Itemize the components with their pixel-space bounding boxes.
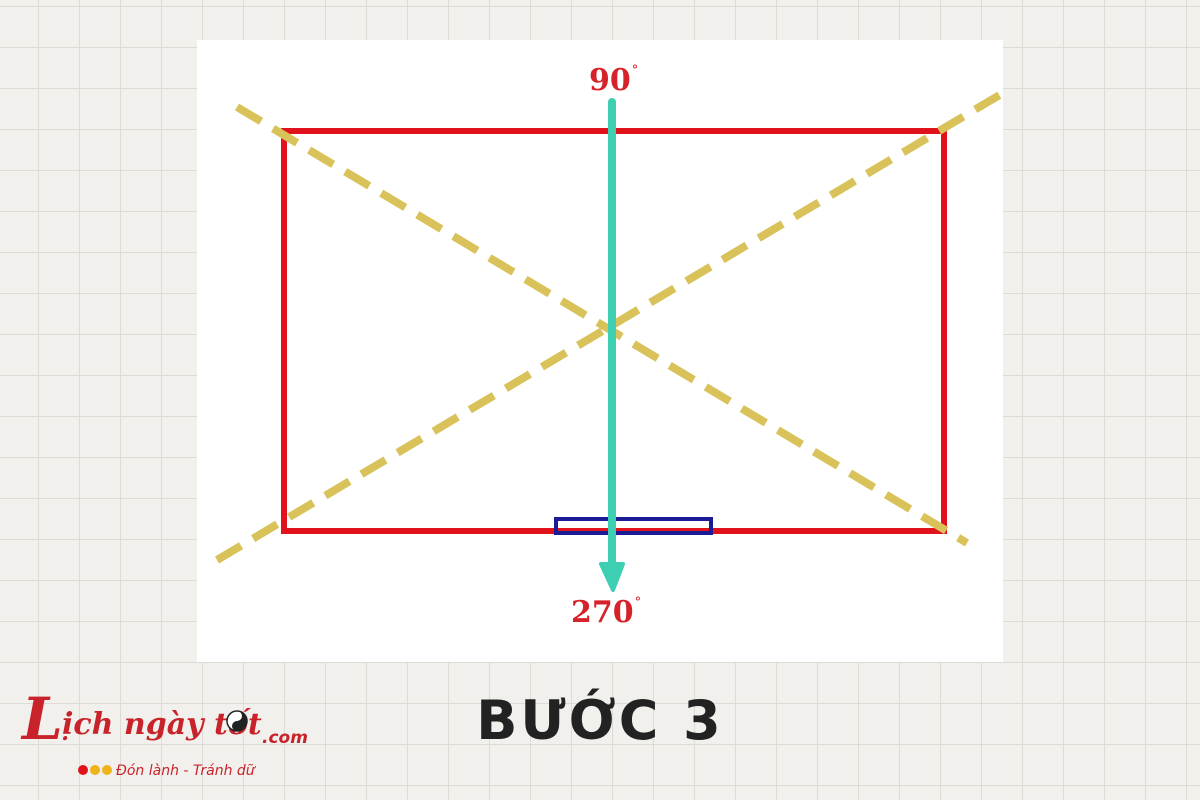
diagonal-line-2 bbox=[214, 89, 1003, 564]
logo-dots-icon bbox=[78, 765, 112, 775]
arrow-head bbox=[599, 562, 625, 592]
angle-label-90: 90° bbox=[589, 63, 639, 98]
step-title: BƯỚC 3 bbox=[476, 689, 724, 752]
site-logo: L ịch ngày tốt .com Đón lành - Tránh dữ bbox=[22, 690, 332, 790]
house-orientation-diagram bbox=[214, 89, 1003, 592]
door-marker bbox=[554, 517, 713, 535]
diagram-panel: 90° 270° bbox=[197, 40, 1003, 662]
diagonal-line-1 bbox=[234, 103, 970, 547]
angle-label-270: 270° bbox=[571, 595, 642, 630]
logo-first-letter: L bbox=[22, 685, 63, 753]
logo-domain-suffix: .com bbox=[262, 728, 308, 748]
logo-slogan: Đón lành - Tránh dữ bbox=[116, 763, 255, 779]
yin-yang-icon bbox=[226, 710, 248, 732]
